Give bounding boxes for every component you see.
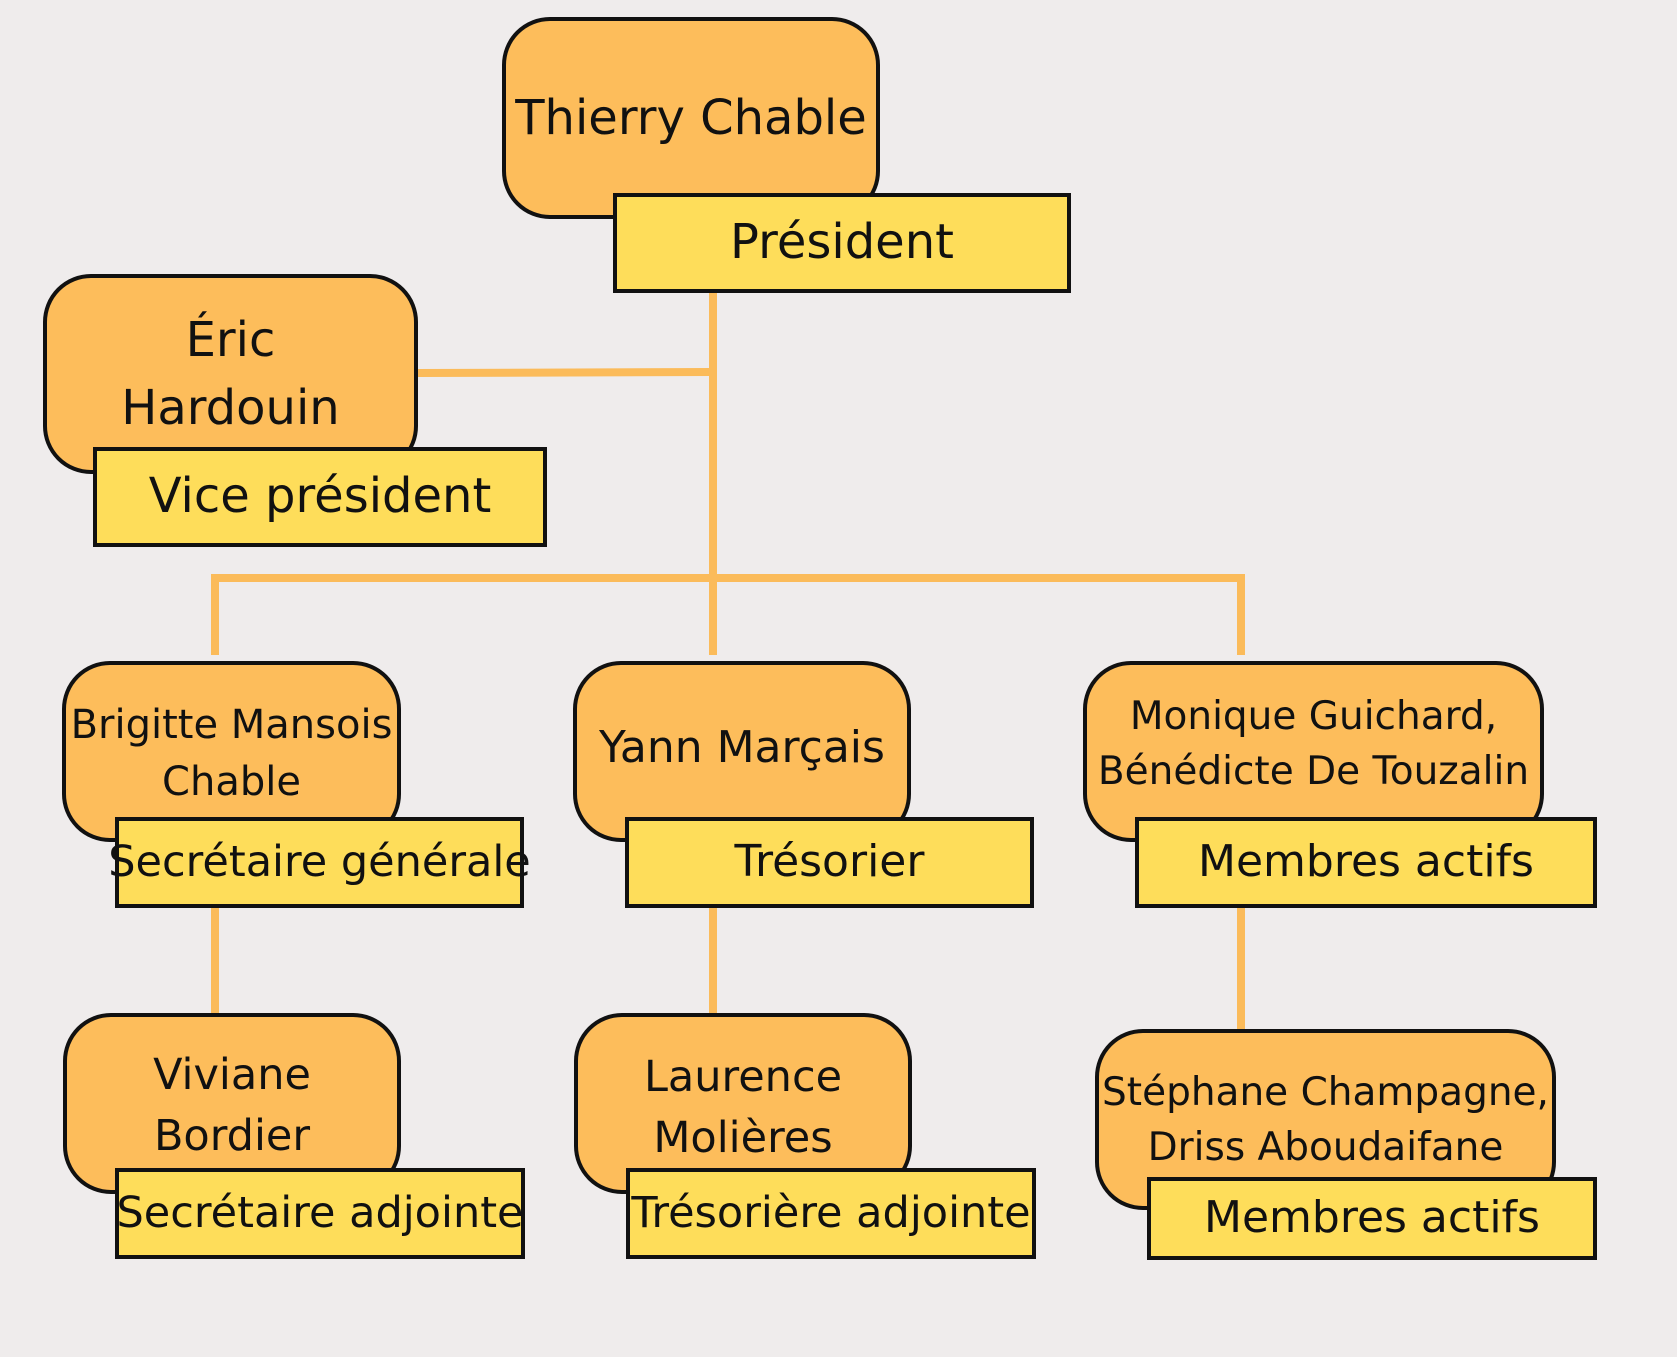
node-vice-president-name: Éric Hardouin — [43, 274, 418, 474]
connector-branch-bar — [211, 574, 1245, 655]
name-line: Bénédicte De Touzalin — [1097, 749, 1530, 795]
name-line: Thierry Chable — [515, 89, 867, 146]
name-line: Viviane — [153, 1050, 311, 1100]
role-label: Trésorière adjointe — [631, 1187, 1031, 1238]
node-deputy-secretary-role: Secrétaire adjointe — [115, 1168, 525, 1259]
node-vice-president-role: Vice président — [93, 447, 547, 547]
node-secretary-general-role: Secrétaire générale — [108, 817, 531, 908]
name-line: Brigitte Mansois — [70, 702, 393, 748]
role-label: Président — [730, 214, 954, 271]
name-line: Driss Aboudaifane — [1147, 1125, 1504, 1171]
name-line: Éric — [185, 311, 276, 368]
role-label: Membres actifs — [1198, 836, 1534, 888]
node-president-role: Président — [613, 193, 1071, 293]
name-line: Molières — [653, 1113, 833, 1164]
node-treasurer-role: Trésorier — [625, 817, 1034, 908]
node-secretary-general-name: Brigitte Mansois Chable — [62, 661, 401, 842]
node-active-members-1-role: Membres actifs — [1135, 817, 1597, 908]
role-label: Trésorier — [734, 836, 925, 888]
name-line: Hardouin — [121, 380, 340, 436]
role-label: Vice président — [148, 468, 492, 525]
node-president-name: Thierry Chable — [502, 17, 880, 219]
node-active-members-1-name: Monique Guichard, Bénédicte De Touzalin — [1083, 661, 1544, 842]
node-deputy-treasurer-name: Laurence Molières — [574, 1013, 912, 1194]
name-line: Monique Guichard, — [1129, 694, 1498, 739]
node-deputy-secretary-name: Viviane Bordier — [63, 1013, 401, 1194]
node-treasurer-name: Yann Marçais — [573, 661, 911, 842]
name-line: Bordier — [153, 1111, 311, 1162]
name-line: Stéphane Champagne, — [1102, 1070, 1549, 1115]
connector-vice-president — [417, 368, 712, 377]
role-label: Membres actifs — [1204, 1192, 1540, 1244]
node-active-members-2-role: Membres actifs — [1147, 1177, 1597, 1260]
role-label: Secrétaire générale — [108, 836, 531, 887]
name-line: Chable — [162, 758, 301, 805]
name-line: Laurence — [643, 1052, 843, 1102]
role-label: Secrétaire adjointe — [116, 1187, 524, 1238]
name-line: Yann Marçais — [599, 722, 885, 773]
node-deputy-treasurer-role: Trésorière adjointe — [626, 1168, 1036, 1259]
